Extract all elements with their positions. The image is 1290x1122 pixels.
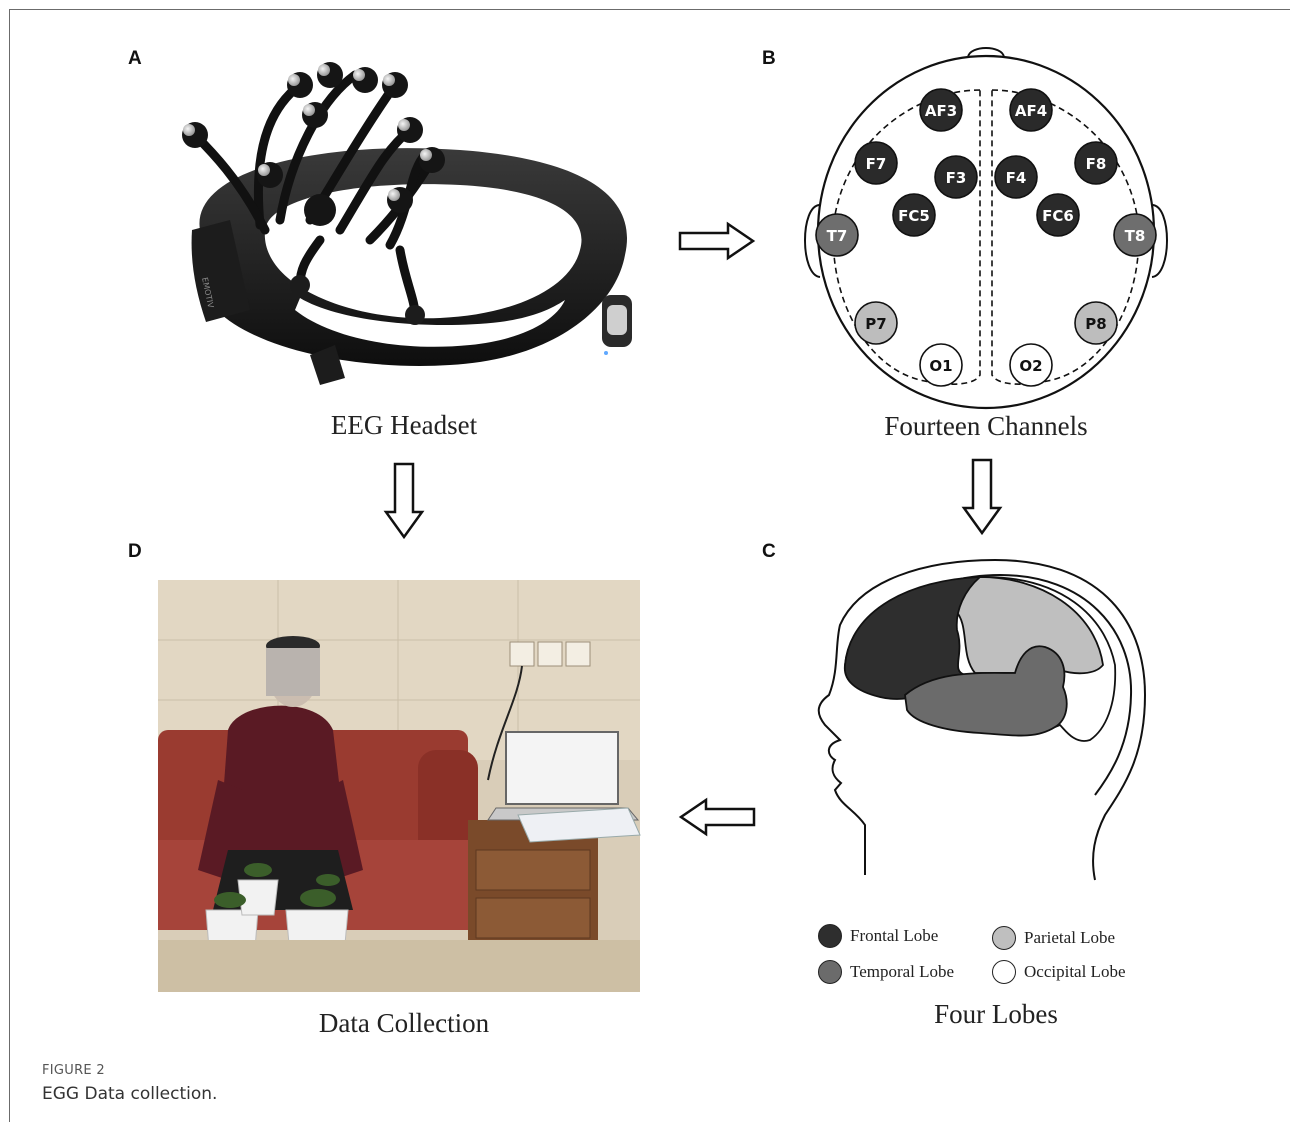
electrode-f4: F4: [995, 156, 1037, 198]
electrode-f7: F7: [855, 142, 897, 184]
electrode-p7: P7: [855, 302, 897, 344]
electrode-f8: F8: [1075, 142, 1117, 184]
figure-label: FIGURE 2: [42, 1063, 105, 1078]
panel-letter-b: B: [762, 48, 776, 70]
electrode-label-f8: F8: [1086, 155, 1107, 173]
caption-data-collection: Data Collection: [254, 1008, 554, 1039]
electrode-label-fc5: FC5: [898, 207, 930, 225]
brain-lobes-diagram: [805, 555, 1165, 885]
arrow-down-left: [384, 462, 424, 540]
legend-occipital-lobe: Occipital Lobe: [992, 960, 1126, 984]
electrode-t7: T7: [816, 214, 858, 256]
electrode-channel-map: AF3 AF4F7F3 F4 F8FC5 FC6T7 T8P7 P8O1 O2: [800, 45, 1172, 405]
electrode-o1: O1: [920, 344, 962, 386]
panel-letter-d: D: [128, 541, 142, 563]
legend-label-frontal: Frontal Lobe: [850, 926, 938, 946]
data-collection-photo: [158, 580, 640, 992]
electrode-label-af4: AF4: [1015, 102, 1047, 120]
legend-swatch-frontal: [818, 924, 842, 948]
caption-four-lobes: Four Lobes: [846, 999, 1146, 1030]
legend-swatch-temporal: [818, 960, 842, 984]
legend-swatch-parietal: [992, 926, 1016, 950]
electrode-af3: AF3: [920, 89, 962, 131]
electrode-label-t7: T7: [827, 227, 848, 245]
figure-caption: EGG Data collection.: [42, 1084, 217, 1104]
arrow-down-right: [962, 458, 1002, 536]
legend-label-occipital: Occipital Lobe: [1024, 962, 1126, 982]
legend-frontal-lobe: Frontal Lobe: [818, 924, 938, 948]
panel-letter-a: A: [128, 48, 142, 70]
caption-eeg-headset: EEG Headset: [254, 410, 554, 441]
electrode-t8: T8: [1114, 214, 1156, 256]
electrode-label-o1: O1: [929, 357, 952, 375]
electrode-label-t8: T8: [1125, 227, 1146, 245]
figure-frame-top: [9, 9, 1290, 10]
panel-letter-c: C: [762, 541, 776, 563]
legend-temporal-lobe: Temporal Lobe: [818, 960, 954, 984]
electrode-label-f7: F7: [866, 155, 887, 173]
legend-swatch-occipital: [992, 960, 1016, 984]
electrode-label-f3: F3: [946, 169, 967, 187]
electrode-label-p7: P7: [865, 315, 886, 333]
arrow-right: [678, 222, 756, 260]
legend-label-parietal: Parietal Lobe: [1024, 928, 1115, 948]
figure-frame-left: [9, 9, 10, 1122]
arrow-left: [678, 798, 756, 836]
caption-fourteen-channels: Fourteen Channels: [836, 411, 1136, 442]
electrode-af4: AF4: [1010, 89, 1052, 131]
legend-parietal-lobe: Parietal Lobe: [992, 926, 1115, 950]
electrode-fc5: FC5: [893, 194, 935, 236]
electrode-fc6: FC6: [1037, 194, 1079, 236]
eeg-headset-illustration: EMOTIV: [170, 60, 650, 400]
electrode-label-f4: F4: [1006, 169, 1027, 187]
electrode-label-fc6: FC6: [1042, 207, 1074, 225]
legend-label-temporal: Temporal Lobe: [850, 962, 954, 982]
electrode-p8: P8: [1075, 302, 1117, 344]
electrode-label-p8: P8: [1085, 315, 1106, 333]
electrode-label-o2: O2: [1019, 357, 1042, 375]
electrode-label-af3: AF3: [925, 102, 957, 120]
electrode-o2: O2: [1010, 344, 1052, 386]
electrode-f3: F3: [935, 156, 977, 198]
